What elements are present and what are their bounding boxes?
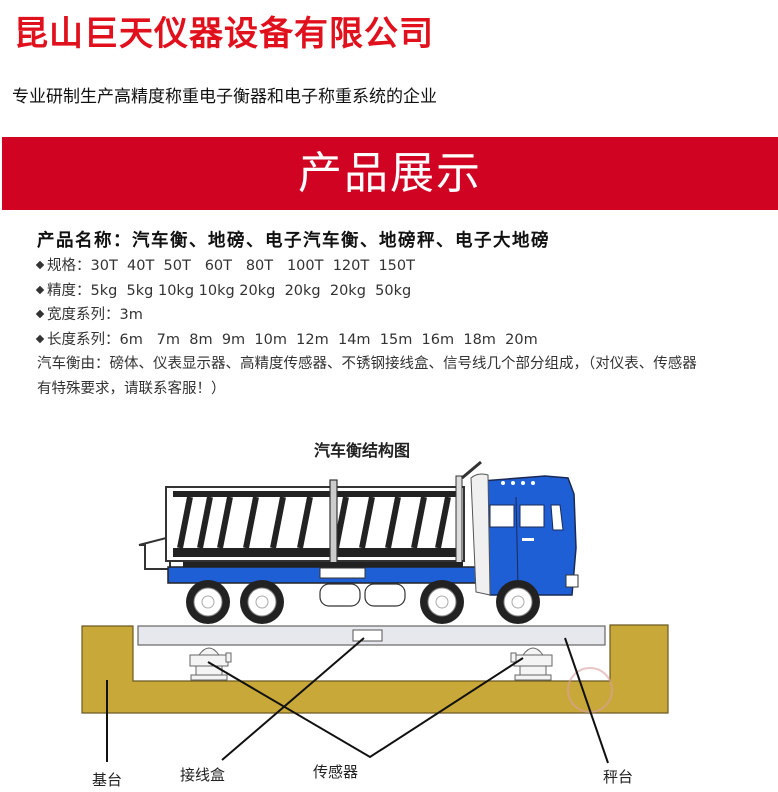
spec-value: 30T 40T 50T 60T 80T 100T 120T 150T — [90, 258, 416, 274]
product-spec-block: 产品名称：汽车衡、地磅、电子汽车衡、地磅秤、电子大地磅 规格：30T 40T 5… — [35, 228, 737, 401]
spec-width: 宽度系列：3m — [35, 303, 737, 328]
spec-value: 6m 7m 8m 9m 10m 12m 14m 15m 16m 18m 20m — [119, 331, 538, 348]
banner-title: 产品展示 — [298, 147, 482, 199]
spec-label: 宽度系列 — [47, 307, 105, 323]
spec-precision: 精度：5kg 5kg 10kg 10kg 20kg 20kg 20kg 50kg — [35, 279, 737, 304]
wheel-shapes — [186, 580, 540, 624]
leader-lines — [106, 637, 609, 764]
sensor-left-shape — [189, 647, 232, 681]
product-name: 产品名称：汽车衡、地磅、电子汽车衡、地磅秤、电子大地磅 — [37, 231, 550, 251]
label-sensor: 传感器 — [313, 763, 359, 781]
company-tagline: 专业研制生产高精度称重电子衡器和电子称重系统的企业 — [12, 87, 437, 107]
spec-value: 3m — [119, 307, 143, 323]
company-title: 昆山巨天仪器设备有限公司 — [14, 14, 434, 54]
spec-label: 长度系列 — [47, 331, 105, 348]
spec-label: 精度 — [47, 282, 76, 299]
spec-label: 规格 — [47, 258, 76, 274]
spec-length: 长度系列：6m 7m 8m 9m 10m 12m 14m 15m 16m 18m… — [35, 328, 737, 353]
product-description: 汽车衡由：磅体、仪表显示器、高精度传感器、不锈钢接线盒、信号线几个部分组成，（对… — [37, 356, 697, 397]
label-foundation: 基台 — [92, 771, 123, 789]
junction-box-shape — [352, 629, 383, 642]
truck-illustration — [138, 460, 579, 624]
spec-value: 5kg 5kg 10kg 10kg 20kg 20kg 20kg 50kg — [90, 282, 412, 299]
diagram-title: 汽车衡结构图 — [314, 441, 411, 460]
label-platform: 秤台 — [603, 768, 634, 786]
spec-capacity: 规格：30T 40T 50T 60T 80T 100T 120T 150T — [35, 254, 737, 279]
section-banner: 产品展示 — [2, 137, 778, 210]
label-junction-box: 接线盒 — [180, 766, 226, 784]
sensor-right-shape — [510, 647, 553, 681]
